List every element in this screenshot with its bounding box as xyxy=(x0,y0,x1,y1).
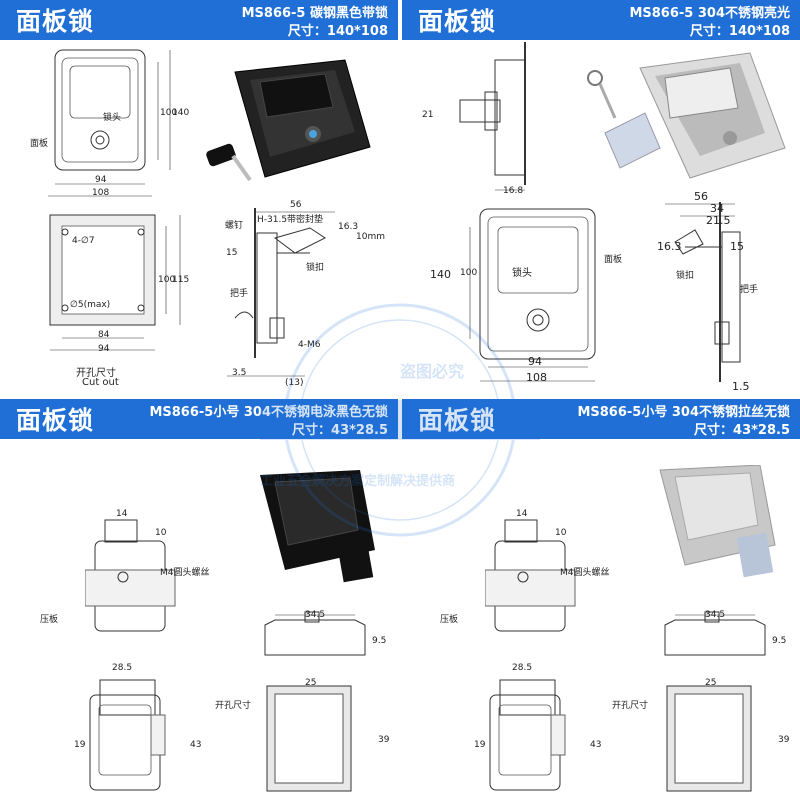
drawing-small-side-2 xyxy=(664,611,766,656)
dim-15b: 15 xyxy=(730,240,744,253)
dim-34-5: 34.5 xyxy=(305,610,326,620)
dim-13: (13) xyxy=(285,378,304,388)
dim-19b: 19 xyxy=(474,740,486,750)
label-panel-2: 面板 xyxy=(604,255,623,265)
banner-bottom-right: 面板锁 MS866-5小号 304不锈钢拉丝无锁 尺寸：43*28.5 xyxy=(402,399,800,439)
dim-115: 115 xyxy=(172,275,190,285)
label-lock-head-2: 锁头 xyxy=(512,268,532,279)
dim-16-8: 16.8 xyxy=(503,186,524,196)
dim-56b: 56 xyxy=(694,190,708,203)
label-cutout-small-2: 开孔尺寸 xyxy=(612,701,649,711)
dim-25: 25 xyxy=(305,678,317,688)
label-cutout-small: 开孔尺寸 xyxy=(215,701,252,711)
banner-bottom-left: 面板锁 MS866-5小号 304不锈钢电泳黑色无锁 尺寸：43*28.5 xyxy=(0,399,398,439)
label-cutout-cn: 开孔尺寸 xyxy=(76,368,116,379)
dim-94: 94 xyxy=(95,175,107,185)
label-stroke: 10mm xyxy=(356,232,385,242)
label-m6: 4-M6 xyxy=(298,340,321,350)
drawing-cutout xyxy=(49,214,181,351)
dim-100: 100 xyxy=(160,108,178,118)
label-hole: 4-∅7 xyxy=(72,236,95,246)
dim-84: 84 xyxy=(98,330,110,340)
dim-140: 140 xyxy=(172,108,190,118)
drawing-small-cutout-2 xyxy=(666,685,752,792)
dim-39: 39 xyxy=(378,735,390,745)
drawing-small-top-2 xyxy=(485,519,576,632)
dim-108b: 108 xyxy=(526,371,547,384)
dim-140b: 140 xyxy=(430,268,451,281)
drawing-small-cutout xyxy=(266,685,352,792)
drawing-small-side xyxy=(264,611,366,656)
product-small-black xyxy=(260,470,375,583)
drawing-small-top xyxy=(85,519,176,632)
dim-34-5b: 34.5 xyxy=(705,610,726,620)
dim-43: 43 xyxy=(190,740,202,750)
dim-21: 21 xyxy=(422,110,434,120)
dim-108: 108 xyxy=(92,188,110,198)
product-stainless-lock xyxy=(587,52,786,179)
label-latch-2: 锁扣 xyxy=(676,271,695,281)
label-hole-max: ∅5(max) xyxy=(70,300,111,310)
drawing-front-view-2 xyxy=(469,208,596,382)
banner-title: 面板锁 xyxy=(16,406,95,435)
banner-title: 面板锁 xyxy=(418,7,497,36)
label-latch: 锁扣 xyxy=(306,263,325,273)
dim-34: 34 xyxy=(710,202,724,215)
dim-28-5: 28.5 xyxy=(112,663,133,673)
dim-43b: 43 xyxy=(590,740,602,750)
dim-14: 14 xyxy=(116,509,128,519)
dim-100c: 100 xyxy=(460,268,478,278)
dim-19: 19 xyxy=(74,740,86,750)
label-seal: H-31.5带密封垫 xyxy=(257,215,324,225)
dim-16-3: 16.3 xyxy=(338,222,359,232)
drawing-side-view xyxy=(227,208,335,377)
label-screw: 螺钉 xyxy=(225,221,244,231)
dim-1-5: 1.5 xyxy=(732,380,750,393)
banner-top-left: 面板锁 MS866-5 碳钢黑色带锁 尺寸：140*108 xyxy=(0,0,398,40)
dim-15: 15 xyxy=(226,248,238,258)
drawing-front-view xyxy=(48,49,171,197)
product-black-lock xyxy=(206,59,371,182)
banner-top-right: 面板锁 MS866-5 304不锈钢亮光 尺寸：140*108 xyxy=(402,0,800,40)
dim-94b: 94 xyxy=(98,344,110,354)
banner-model: MS866-5 304不锈钢亮光 xyxy=(629,6,790,21)
dim-56: 56 xyxy=(290,200,302,210)
dim-3-5: 3.5 xyxy=(232,368,247,378)
drawing-side-view-2 xyxy=(459,42,526,191)
dim-10b: 10 xyxy=(555,528,567,538)
label-m4-2: M4圆头螺丝 xyxy=(560,568,610,578)
dim-28-5b: 28.5 xyxy=(512,663,533,673)
dim-39b: 39 xyxy=(778,735,790,745)
banner-size: 尺寸：140*108 xyxy=(287,24,388,39)
dim-94c: 94 xyxy=(528,355,542,368)
dim-14b: 14 xyxy=(516,509,528,519)
label-press-plate: 压板 xyxy=(40,615,59,625)
dim-9-5: 9.5 xyxy=(372,636,387,646)
dim-25b: 25 xyxy=(705,678,717,688)
label-handle-2: 把手 xyxy=(740,285,759,295)
label-press-plate-2: 压板 xyxy=(440,615,459,625)
banner-size: 尺寸：43*28.5 xyxy=(694,423,790,438)
drawing-small-front xyxy=(89,679,166,791)
banner-model: MS866-5小号 304不锈钢电泳黑色无锁 xyxy=(149,405,388,420)
drawing-small-front-2 xyxy=(489,679,566,791)
dim-100b: 100 xyxy=(158,275,176,285)
banner-title: 面板锁 xyxy=(418,406,497,435)
label-handle: 把手 xyxy=(230,289,249,299)
dim-10: 10 xyxy=(155,528,167,538)
product-small-stainless xyxy=(659,465,776,578)
banner-model: MS866-5 碳钢黑色带锁 xyxy=(241,6,388,21)
drawing-side-view-3 xyxy=(665,202,741,382)
dim-9-5b: 9.5 xyxy=(772,636,787,646)
banner-model: MS866-5小号 304不锈钢拉丝无锁 xyxy=(577,405,790,420)
label-lock-head: 锁头 xyxy=(103,113,122,123)
dim-21-5: 21.5 xyxy=(706,214,731,227)
label-m4: M4圆头螺丝 xyxy=(160,568,210,578)
label-cutout-en: Cut out xyxy=(82,377,119,388)
dim-16-3b: 16.3 xyxy=(657,240,682,253)
banner-size: 尺寸：140*108 xyxy=(689,24,790,39)
banner-title: 面板锁 xyxy=(16,7,95,36)
banner-size: 尺寸：43*28.5 xyxy=(292,423,388,438)
label-panel: 面板 xyxy=(30,139,49,149)
